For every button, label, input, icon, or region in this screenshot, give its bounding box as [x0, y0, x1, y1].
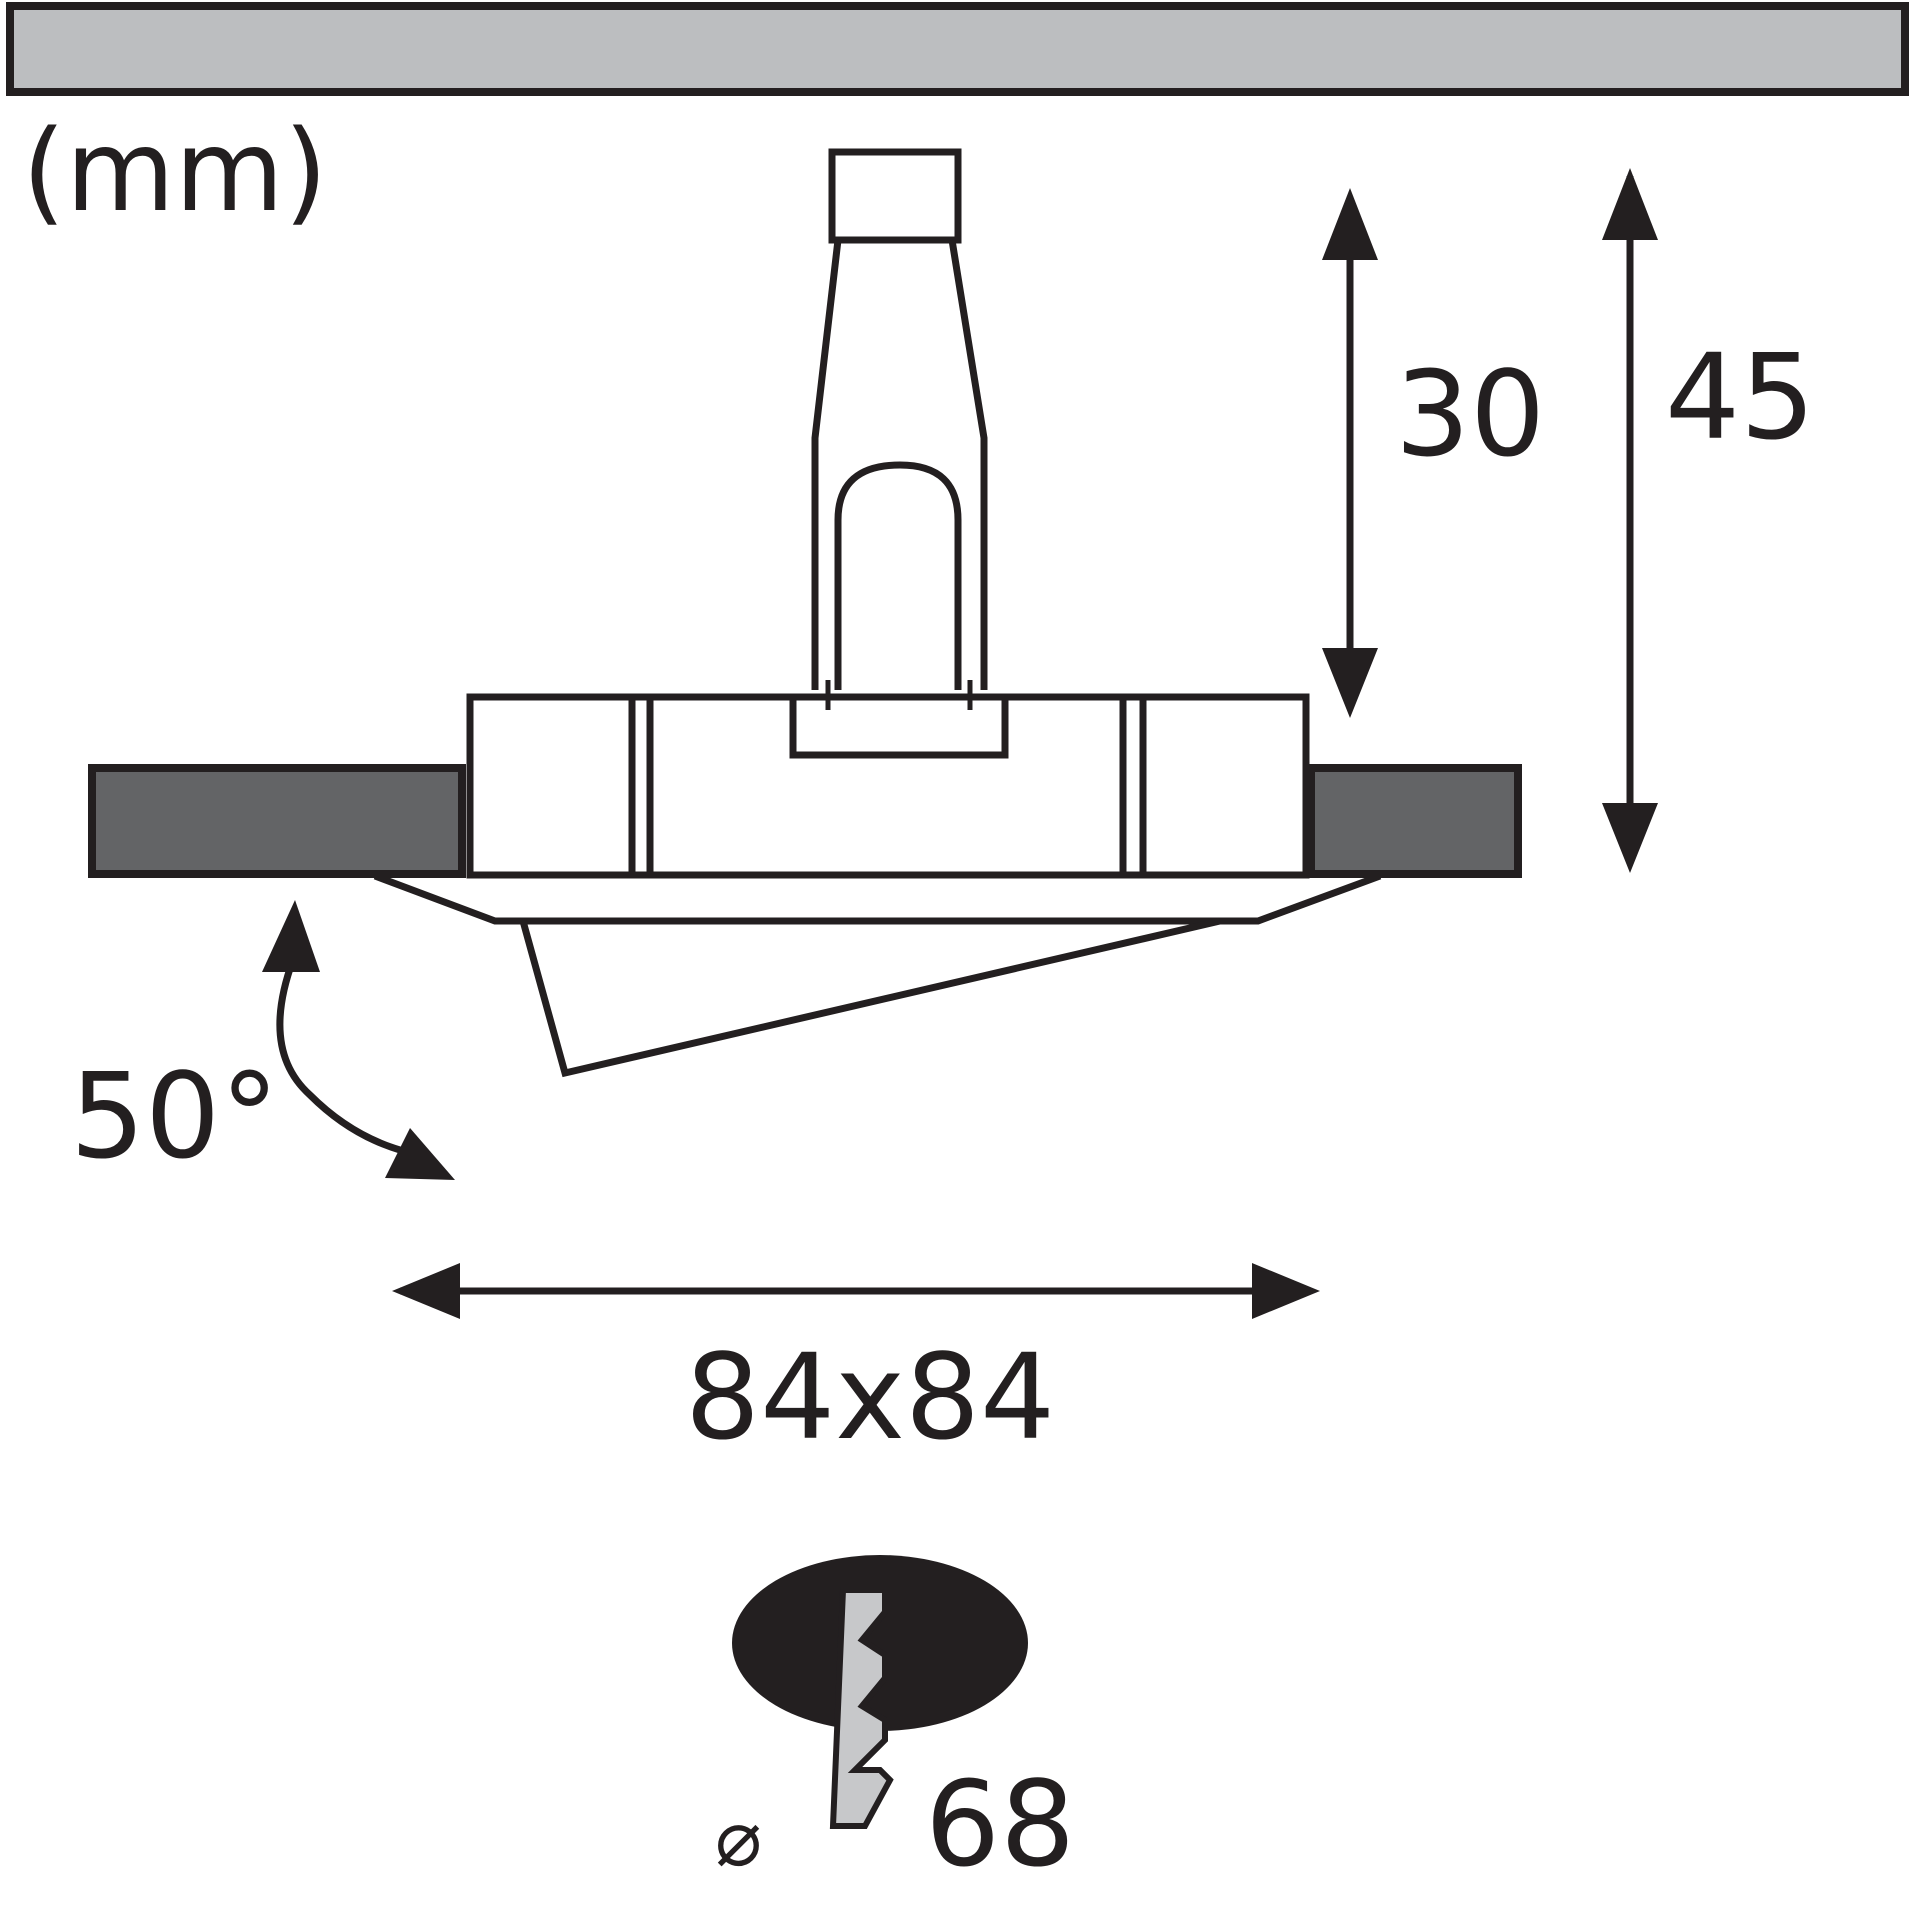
- ceiling-section-right: [1307, 764, 1522, 878]
- dimension-housing-depth: 30: [1395, 345, 1545, 483]
- arrow-tilt-angle: [262, 900, 455, 1180]
- dimension-total-depth: 45: [1665, 328, 1815, 466]
- ceiling-section-left: [88, 764, 466, 878]
- cutout-diameter-symbol: ⌀: [715, 1794, 762, 1884]
- ceiling-panel-top: [6, 2, 1909, 96]
- unit-label: (mm): [22, 107, 328, 237]
- dimension-tilt-angle: 50°: [70, 1047, 279, 1185]
- cutout-diameter-value: 68: [925, 1755, 1075, 1893]
- dimension-frame-size: 84x84: [685, 1328, 1055, 1466]
- drill-hole-icon: [732, 1555, 1028, 1829]
- arrow-frame-width: [392, 1263, 1320, 1319]
- arrow-depth-45: [1602, 168, 1658, 873]
- arrow-depth-30: [1322, 188, 1378, 718]
- spot-fixture: [373, 148, 1382, 1078]
